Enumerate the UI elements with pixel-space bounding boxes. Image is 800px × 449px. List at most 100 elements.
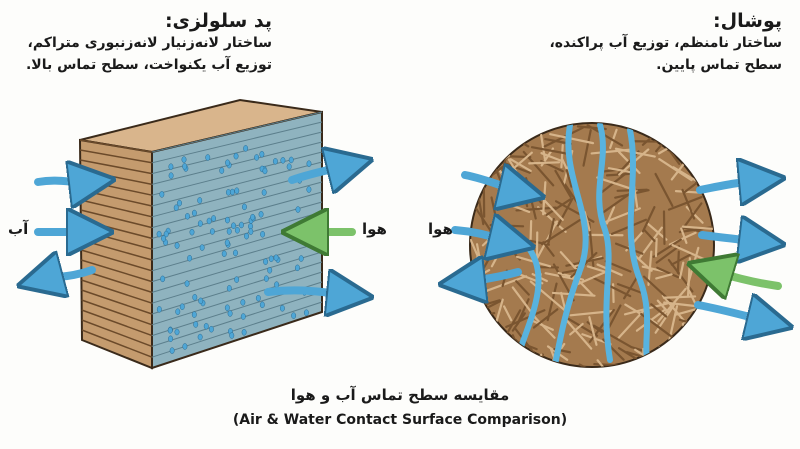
straw-fiber xyxy=(667,195,703,211)
straw-fiber xyxy=(516,123,528,146)
water-drop xyxy=(224,304,230,311)
straw-fiber xyxy=(590,148,634,155)
water-drop xyxy=(192,294,198,301)
straw-pad-description: پوشال: ساختار نامنظم، توزیع آب پراکنده، … xyxy=(549,10,782,76)
water-drop xyxy=(255,294,261,302)
water-drop xyxy=(168,335,174,343)
cellulose-pad-title: پد سلولزی: xyxy=(164,10,272,32)
straw-fiber xyxy=(529,219,533,248)
water-drop xyxy=(238,221,244,229)
straw-fiber xyxy=(546,282,558,322)
water-drop xyxy=(211,215,217,222)
pad-flute xyxy=(151,271,323,326)
straw-fiber xyxy=(663,301,700,308)
cellulose-pad-desc-line1: ساختار لانه‌زنیار لانه‌زنبوری متراکم، xyxy=(27,35,273,51)
straw-fiber xyxy=(544,272,580,281)
water-drop xyxy=(259,151,265,158)
straw-fiber xyxy=(540,152,562,162)
water-drop xyxy=(184,213,190,220)
water-drop xyxy=(181,156,187,163)
water-streams xyxy=(517,123,653,367)
straw-fiber xyxy=(698,158,714,178)
straw-fiber xyxy=(676,250,680,274)
water-drop xyxy=(229,188,235,196)
water-label: آب xyxy=(8,220,29,238)
straw-pad-desc-line2: سطح تماس پایین. xyxy=(656,57,782,73)
straw-fiber xyxy=(532,308,559,329)
pad-slat xyxy=(81,329,153,358)
straw-fiber xyxy=(647,358,661,367)
pad-slat xyxy=(81,289,153,315)
straw-fiber xyxy=(712,125,714,130)
cellulose-pad-description: پد سلولزی: ساختار لانه‌زنیار لانه‌زنبوری… xyxy=(26,10,272,76)
water-drop xyxy=(191,209,197,217)
water-drop xyxy=(193,321,199,328)
straw-fiber xyxy=(571,268,612,288)
straw-fiber xyxy=(609,128,618,149)
water-drop xyxy=(234,187,240,194)
straw-pad-title: پوشال: xyxy=(713,10,782,32)
straw-fiber xyxy=(591,276,632,298)
water-drop xyxy=(156,230,162,238)
water-drop xyxy=(295,206,301,213)
water-drop xyxy=(267,267,273,274)
straw-fiber xyxy=(707,123,714,136)
straw-fiber xyxy=(655,245,681,264)
water-drop xyxy=(234,276,240,283)
water-drop xyxy=(243,145,249,152)
pad-slat xyxy=(79,139,153,153)
straw-fiber xyxy=(654,237,658,258)
straw-fiber xyxy=(696,308,709,341)
straw-fiber xyxy=(652,238,682,258)
water-drop xyxy=(177,199,182,207)
straw-fiber xyxy=(484,275,528,293)
water-drop xyxy=(167,327,173,334)
straw-fiber xyxy=(565,169,573,188)
water-drop xyxy=(203,322,209,330)
straw-pad-desc-line1: ساختار نامنظم، توزیع آب پراکنده، xyxy=(549,35,782,51)
straw-fiber xyxy=(535,356,542,367)
water-drop xyxy=(234,227,240,234)
water-drop xyxy=(182,343,188,350)
water-drop xyxy=(197,220,203,227)
water-drop xyxy=(163,230,169,238)
air-label-right: هوا xyxy=(428,220,453,238)
water-drop xyxy=(168,163,174,170)
water-drop xyxy=(263,258,269,265)
straw-fiber xyxy=(681,322,698,362)
straw-fiber xyxy=(658,346,699,359)
straw-fiber xyxy=(661,363,691,367)
water-drop xyxy=(221,250,227,258)
water-drop xyxy=(268,255,274,263)
water-drop xyxy=(260,231,266,238)
water-drop xyxy=(306,186,312,193)
water-drop xyxy=(182,163,188,170)
water-drop xyxy=(298,255,304,262)
water-drop xyxy=(189,228,195,236)
pad-flute xyxy=(151,291,323,347)
water-drop xyxy=(279,305,285,312)
water-drop xyxy=(227,310,233,317)
water-drop xyxy=(199,244,205,251)
straw-fiber xyxy=(549,133,595,145)
straw-pad xyxy=(469,122,715,368)
water-drop xyxy=(225,159,231,166)
water-drop xyxy=(219,167,225,174)
water-drop xyxy=(169,347,175,354)
water-drop xyxy=(159,191,165,198)
water-drop xyxy=(303,309,309,316)
straw-fiber xyxy=(491,154,532,159)
cellulose-pad xyxy=(78,98,323,370)
straw-fiber xyxy=(527,353,543,367)
water-drop xyxy=(274,281,280,288)
straw-fiber xyxy=(657,287,687,323)
straw-fiber xyxy=(530,146,571,156)
pad-flute xyxy=(151,191,323,239)
straw-fiber xyxy=(633,356,645,367)
water-drop xyxy=(197,197,203,204)
water-drop xyxy=(209,228,215,235)
straw-fiber xyxy=(656,266,680,279)
straw-fiber xyxy=(628,123,652,128)
water-drop xyxy=(175,308,181,315)
water-drop xyxy=(262,167,268,175)
